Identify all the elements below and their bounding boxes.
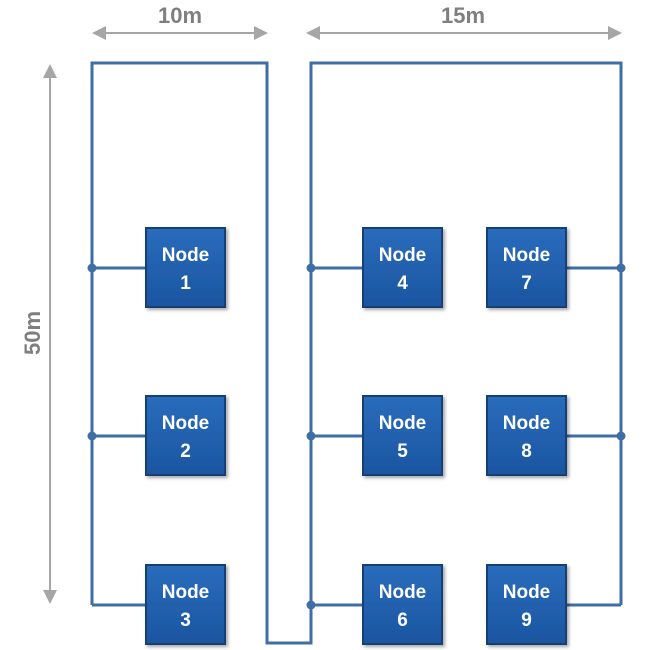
node-8-number: 8 [521,441,532,462]
node-7: Node 7 [486,227,567,308]
wiring-loop [90,61,623,645]
node-6: Node 6 [362,564,443,645]
node-5-number: 5 [397,441,408,462]
node-4: Node 4 [362,227,443,308]
node-3-number: 3 [180,610,191,631]
node-4-number: 4 [397,273,408,294]
node-4-label: Node [379,245,427,266]
node-1: Node 1 [145,227,226,308]
junction-dots [87,263,626,610]
node-3-label: Node [162,582,210,603]
node-3: Node 3 [145,564,226,645]
node-8-label: Node [503,413,551,434]
dimension-right-width: 15m [306,3,622,40]
node-6-number: 6 [397,610,408,631]
node-2-number: 2 [180,441,191,462]
node-7-label: Node [503,245,551,266]
node-9: Node 9 [486,564,567,645]
node-7-number: 7 [521,273,532,294]
node-5-label: Node [379,413,427,434]
dimension-height: 50m [20,64,57,604]
node-9-number: 9 [521,610,532,631]
dimension-right-width-label: 15m [441,3,485,28]
node-8: Node 8 [486,395,567,476]
node-2: Node 2 [145,395,226,476]
node-1-number: 1 [180,273,191,294]
node-6-label: Node [379,582,427,603]
dimension-height-label: 50m [20,311,45,355]
dimension-left-width: 10m [92,3,268,40]
branch-lines [92,266,621,607]
node-5: Node 5 [362,395,443,476]
dimension-left-width-label: 10m [158,3,202,28]
node-9-label: Node [503,582,551,603]
node-1-label: Node [162,245,210,266]
node-2-label: Node [162,413,210,434]
